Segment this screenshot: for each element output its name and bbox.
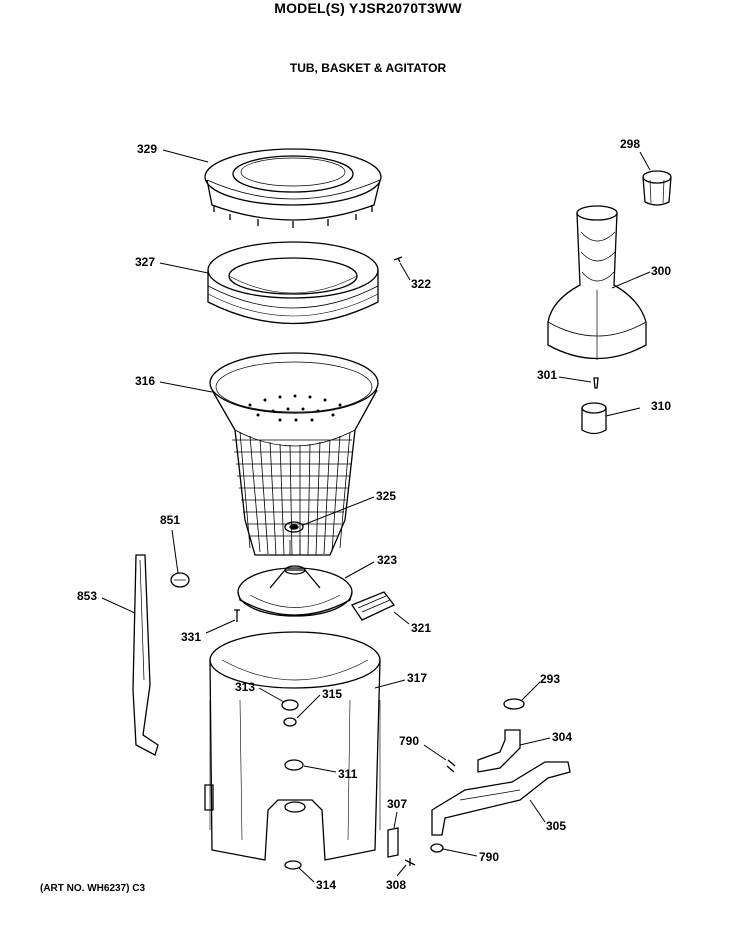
- callout-313: 313: [235, 680, 256, 694]
- art-number: (ART NO. WH6237) C3: [40, 883, 146, 894]
- callout-314: 314: [316, 878, 337, 892]
- callout-327: 327: [135, 255, 156, 269]
- part-300-agitator: [547, 205, 647, 360]
- callout-331: 331: [181, 630, 202, 644]
- part-323-hub: [237, 540, 353, 617]
- part-327-tub-ring: [207, 241, 379, 325]
- callout-317: 317: [407, 671, 428, 685]
- callout-298: 298: [620, 137, 641, 151]
- section-title: TUB, BASKET & AGITATOR: [289, 61, 447, 75]
- callout-307: 307: [387, 797, 408, 811]
- part-308-screw: [404, 858, 416, 866]
- part-322-screw: [393, 256, 403, 263]
- callout-321: 321: [411, 621, 432, 635]
- callout-329: 329: [137, 142, 158, 156]
- part-331-screw: [234, 609, 240, 622]
- part-314-seal: [284, 860, 302, 870]
- part-853-tube: [132, 554, 159, 756]
- part-307-bracket: [387, 827, 399, 858]
- callout-851: 851: [160, 513, 181, 527]
- callout-853: 853: [77, 589, 98, 603]
- part-317-outer-tub: [204, 631, 381, 861]
- callout-310: 310: [651, 399, 672, 413]
- callout-308: 308: [386, 878, 407, 892]
- part-298-agitator-cap: [642, 170, 672, 206]
- callout-316: 316: [135, 374, 156, 388]
- model-title: MODEL(S) YJSR2070T3WW: [274, 0, 462, 16]
- callout-325: 325: [376, 489, 397, 503]
- part-329-tub-cover: [204, 148, 382, 228]
- part-305-drain-hose: [431, 761, 571, 836]
- callout-323: 323: [377, 553, 398, 567]
- part-316-basket: [209, 352, 379, 556]
- callout-293: 293: [540, 672, 561, 686]
- callout-790-upper: 790: [399, 734, 420, 748]
- part-851-cap: [170, 572, 190, 588]
- part-310-coupling: [581, 402, 607, 435]
- callout-304: 304: [552, 730, 573, 744]
- callout-790-lower: 790: [479, 850, 500, 864]
- part-293-clamp: [503, 698, 525, 710]
- callout-311: 311: [338, 767, 358, 781]
- part-790-clamp-upper: [446, 759, 456, 773]
- callout-315: 315: [322, 687, 343, 701]
- part-301-fastener: [593, 377, 599, 389]
- callout-300: 300: [651, 264, 672, 278]
- part-321-lint-filter: [351, 591, 396, 621]
- leader-lines: [101, 149, 651, 883]
- part-304-hose: [477, 729, 521, 773]
- callout-322: 322: [411, 277, 432, 291]
- callout-301: 301: [537, 368, 558, 382]
- callout-305: 305: [546, 819, 567, 833]
- part-790-clamp-lower: [430, 843, 444, 853]
